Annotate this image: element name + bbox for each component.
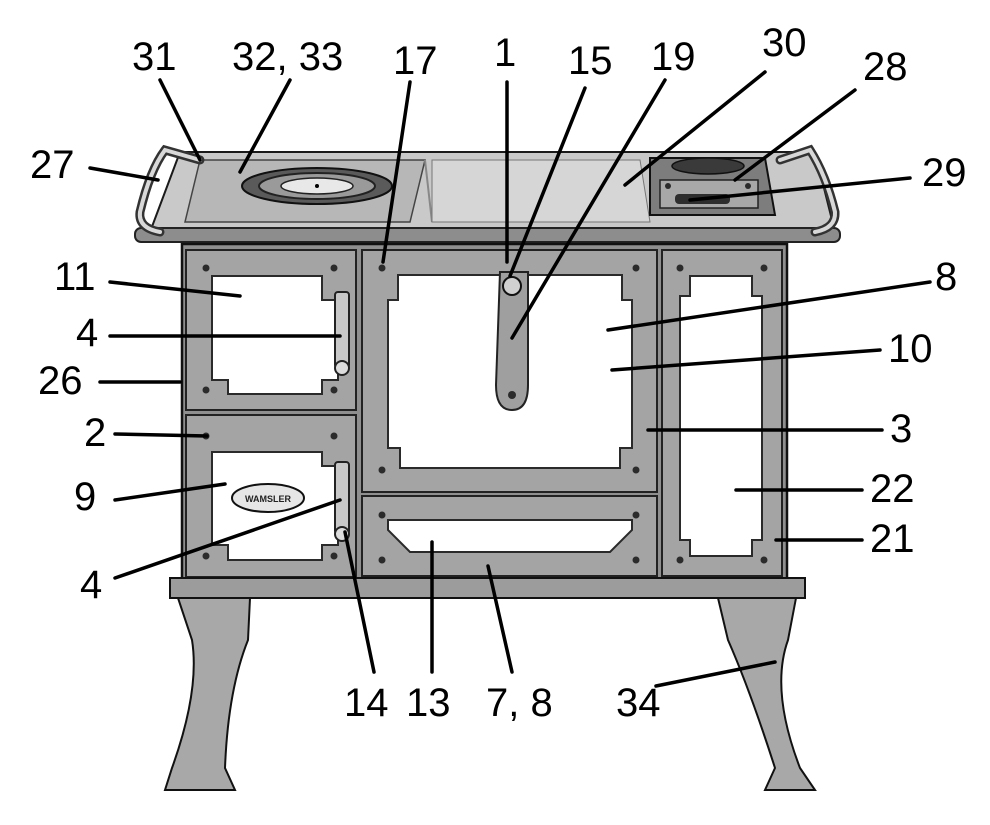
callout-labels: 31 32, 33 17 1 15 19 30 28 27 29 11 8 4 … [30,21,967,725]
callout-31: 31 [132,35,177,79]
plinth [169,577,806,599]
callout-2: 2 [84,411,106,455]
callout-15: 15 [568,39,613,83]
brand-badge: WAMSLER [245,494,291,504]
leader-29 [688,176,912,202]
callout-13: 13 [406,681,451,725]
callout-19: 19 [651,35,696,79]
callout-22: 22 [870,467,915,511]
callout-28: 28 [863,45,908,89]
callout-32-33: 32, 33 [232,35,343,79]
leader-15 [508,86,587,278]
callout-7-8: 7, 8 [486,681,553,725]
leader-4-lower [113,498,342,580]
callout-11: 11 [54,255,96,299]
oven-door [361,249,658,493]
leader-19 [510,78,667,340]
leader-28 [733,88,857,182]
leader-9 [113,482,227,502]
drawer [361,495,658,577]
leader-34 [654,660,777,688]
leg-right [716,597,817,791]
hot-plate-unit [649,157,777,216]
leader-27 [88,166,160,182]
leader-2 [113,432,209,438]
callout-4-lower: 4 [80,563,102,607]
leader-10 [610,348,882,372]
leader-7-8 [486,564,514,674]
callout-14: 14 [344,681,389,725]
leg-left [163,597,252,791]
cooking-ring [241,167,393,205]
callout-9: 9 [74,475,96,519]
leader-lines [88,70,932,688]
leader-31 [158,78,202,162]
callout-21: 21 [870,517,915,561]
callout-29: 29 [922,151,967,195]
lower-left-door: WAMSLER [185,414,357,578]
towel-rail-left [135,144,205,237]
callout-30: 30 [762,21,807,65]
callout-8: 8 [935,255,957,299]
right-side-panel [661,249,783,577]
leader-32-33 [238,78,292,174]
callout-26: 26 [38,359,83,403]
callout-10: 10 [888,327,933,371]
callout-27: 27 [30,143,75,187]
leader-30 [623,70,767,187]
leader-17 [381,80,412,264]
towel-rail-right [775,144,840,237]
leader-14 [343,530,376,674]
leader-11 [108,280,242,298]
callout-17: 17 [393,39,438,83]
leader-8-upper [606,280,932,332]
callout-1: 1 [494,31,516,75]
callout-4-upper: 4 [76,311,98,355]
callout-3: 3 [890,407,912,451]
upper-left-door [185,249,357,411]
callout-34: 34 [616,681,661,725]
